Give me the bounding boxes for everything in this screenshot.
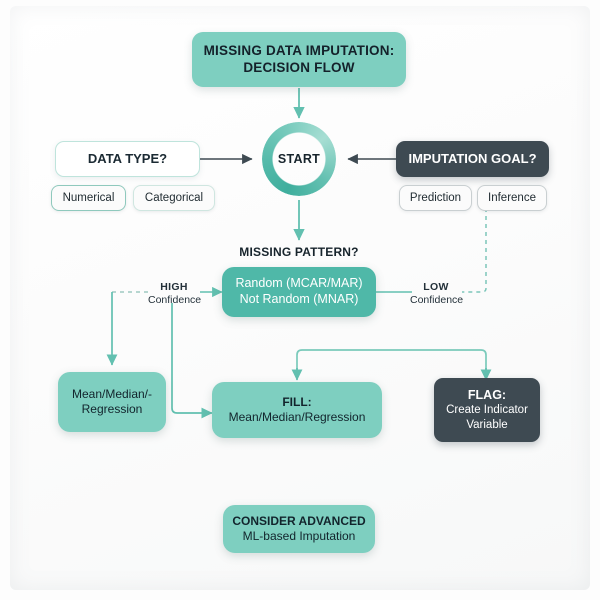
flag-box[interactable]: FLAG: Create Indicator Variable — [434, 378, 540, 442]
wire-bracket-fill-flag — [296, 349, 487, 375]
chip-numerical[interactable]: Numerical — [51, 185, 126, 211]
wire-inference-to-low-dashed — [462, 208, 487, 293]
missing-pattern-title: MISSING PATTERN? — [239, 245, 359, 259]
flag-head: FLAG: — [467, 387, 507, 402]
mean-median-line2: Regression — [81, 402, 143, 416]
start-label: START — [277, 152, 321, 166]
missing-pattern-box[interactable]: Random (MCAR/MAR) Not Random (MNAR) — [222, 267, 376, 317]
fill-box[interactable]: FILL: Mean/Median/Regression — [212, 382, 382, 438]
chip-prediction-label: Prediction — [409, 192, 462, 204]
missing-pattern-line1: Random (MCAR/MAR) — [235, 276, 363, 291]
high-confidence-bottom: Confidence — [148, 293, 202, 306]
imputation-goal-label: IMPUTATION GOAL? — [408, 150, 537, 166]
start-ring-icon — [262, 122, 336, 196]
start-node[interactable]: START — [262, 122, 336, 196]
low-confidence-bottom: Confidence — [410, 293, 464, 306]
diagram-title-line1: MISSING DATA IMPUTATION: — [203, 42, 395, 58]
data-type-label: DATA TYPE? — [87, 150, 168, 166]
fill-body: Mean/Median/Regression — [228, 410, 366, 424]
missing-pattern-line2: Not Random (MNAR) — [239, 292, 359, 306]
imputation-goal-card[interactable]: IMPUTATION GOAL? — [396, 141, 549, 177]
chip-numerical-label: Numerical — [62, 192, 115, 204]
high-confidence-top: HIGH — [160, 281, 188, 293]
consider-advanced-box[interactable]: CONSIDER ADVANCED ML-based Imputation — [223, 505, 375, 553]
diagram-title-banner: MISSING DATA IMPUTATION: DECISION FLOW — [192, 32, 406, 87]
data-type-card[interactable]: DATA TYPE? — [55, 141, 200, 177]
consider-advanced-body: ML-based Imputation — [242, 529, 356, 543]
flag-body-line2: Variable — [466, 418, 508, 431]
wire-high-down-to-fill — [171, 303, 213, 419]
consider-advanced-head: CONSIDER ADVANCED — [232, 514, 366, 528]
diagram-title-line2: DECISION FLOW — [243, 59, 355, 75]
mean-median-regression-box[interactable]: Mean/Median/- Regression — [58, 372, 166, 432]
mean-median-line1: Mean/Median/- — [71, 387, 153, 401]
chip-inference-label: Inference — [488, 192, 536, 204]
chip-inference[interactable]: Inference — [477, 185, 547, 211]
chip-categorical[interactable]: Categorical — [133, 185, 215, 211]
low-confidence-top: LOW — [423, 281, 449, 293]
fill-head: FILL: — [282, 395, 312, 409]
flag-body-line1: Create Indicator — [446, 404, 528, 417]
low-confidence-label: LOW Confidence — [410, 281, 464, 307]
chip-categorical-label: Categorical — [144, 192, 204, 204]
high-confidence-label: HIGH Confidence — [148, 281, 202, 307]
chip-prediction[interactable]: Prediction — [399, 185, 472, 211]
